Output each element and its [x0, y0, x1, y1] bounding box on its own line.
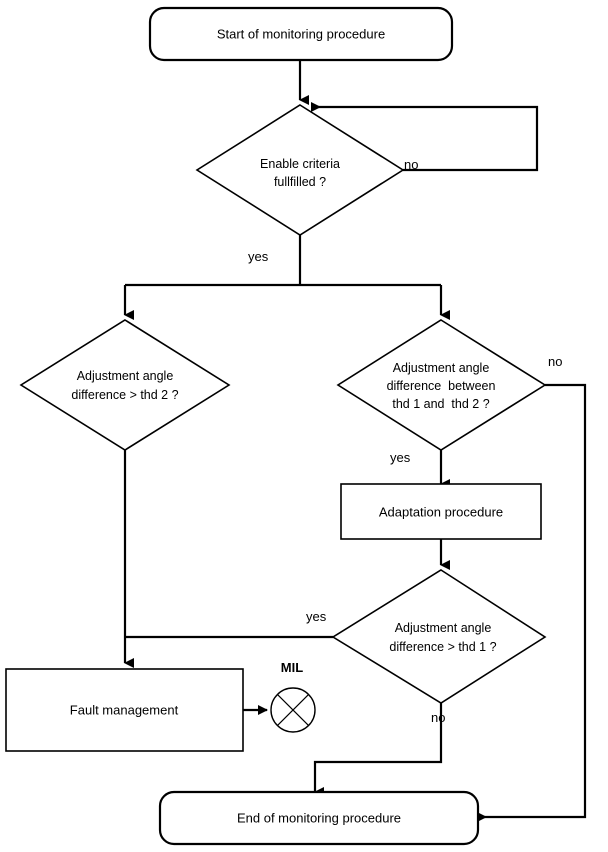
- mil-label: MIL: [281, 660, 303, 675]
- adj-gt-thd1-label-line1: Adjustment angle: [395, 621, 492, 635]
- mil-cross-icon: [276, 693, 310, 727]
- start-label: Start of monitoring procedure: [217, 26, 385, 41]
- adaptation-procedure-shape: [340, 483, 542, 540]
- node-mil: MIL: [270, 660, 316, 733]
- adj-gt-thd1-diamond-shape: [331, 569, 547, 704]
- edge-label-enable-yes: yes: [248, 249, 269, 264]
- adj-gt-thd2-label-line2: difference > thd 2 ?: [71, 388, 178, 402]
- adj-gt-thd1-label-line2: difference > thd 1 ?: [389, 640, 496, 654]
- enable-criteria-label-line2: fullfilled ?: [274, 175, 326, 189]
- edge-thd1-no-to-end: [313, 703, 443, 797]
- adj-gt-thd2-diamond-shape: [19, 319, 231, 451]
- edge-label-enable-no: no: [404, 157, 418, 172]
- fault-management-shape: [5, 668, 244, 752]
- node-fault-management: Fault management: [5, 668, 244, 752]
- adj-between-diamond-shape: [336, 319, 547, 451]
- enable-criteria-diamond-shape: [195, 104, 405, 236]
- edge-label-thd1-yes: yes: [306, 609, 327, 624]
- edge-between-no-to-end: [477, 383, 587, 822]
- edge-label-between-no: no: [548, 354, 562, 369]
- end-label: End of monitoring procedure: [237, 810, 401, 825]
- edge-label-between-yes: yes: [390, 450, 411, 465]
- node-adj-gt-thd2: Adjustment angle difference > thd 2 ?: [19, 319, 231, 451]
- node-adj-between: Adjustment angle difference between thd …: [336, 319, 547, 451]
- node-adaptation-procedure: Adaptation procedure: [340, 483, 542, 540]
- node-adj-gt-thd1: Adjustment angle difference > thd 1 ?: [331, 569, 547, 704]
- start-terminator-shape: [148, 6, 454, 62]
- adaptation-procedure-label: Adaptation procedure: [379, 504, 503, 519]
- adj-between-label-line1: Adjustment angle: [393, 361, 490, 375]
- end-terminator-shape: [158, 790, 480, 846]
- node-end: End of monitoring procedure: [158, 790, 480, 846]
- node-enable-criteria: Enable criteria fullfilled ?: [195, 104, 405, 236]
- edge-label-thd1-no: no: [431, 710, 445, 725]
- edge-enable-no-loop: [311, 102, 539, 172]
- enable-criteria-label-line1: Enable criteria: [260, 157, 340, 171]
- adj-between-label-line2: difference between: [387, 379, 496, 393]
- adj-gt-thd2-label-line1: Adjustment angle: [77, 369, 174, 383]
- fault-management-label: Fault management: [70, 702, 179, 717]
- adj-between-label-line3: thd 1 and thd 2 ?: [392, 397, 489, 411]
- node-start: Start of monitoring procedure: [148, 6, 454, 62]
